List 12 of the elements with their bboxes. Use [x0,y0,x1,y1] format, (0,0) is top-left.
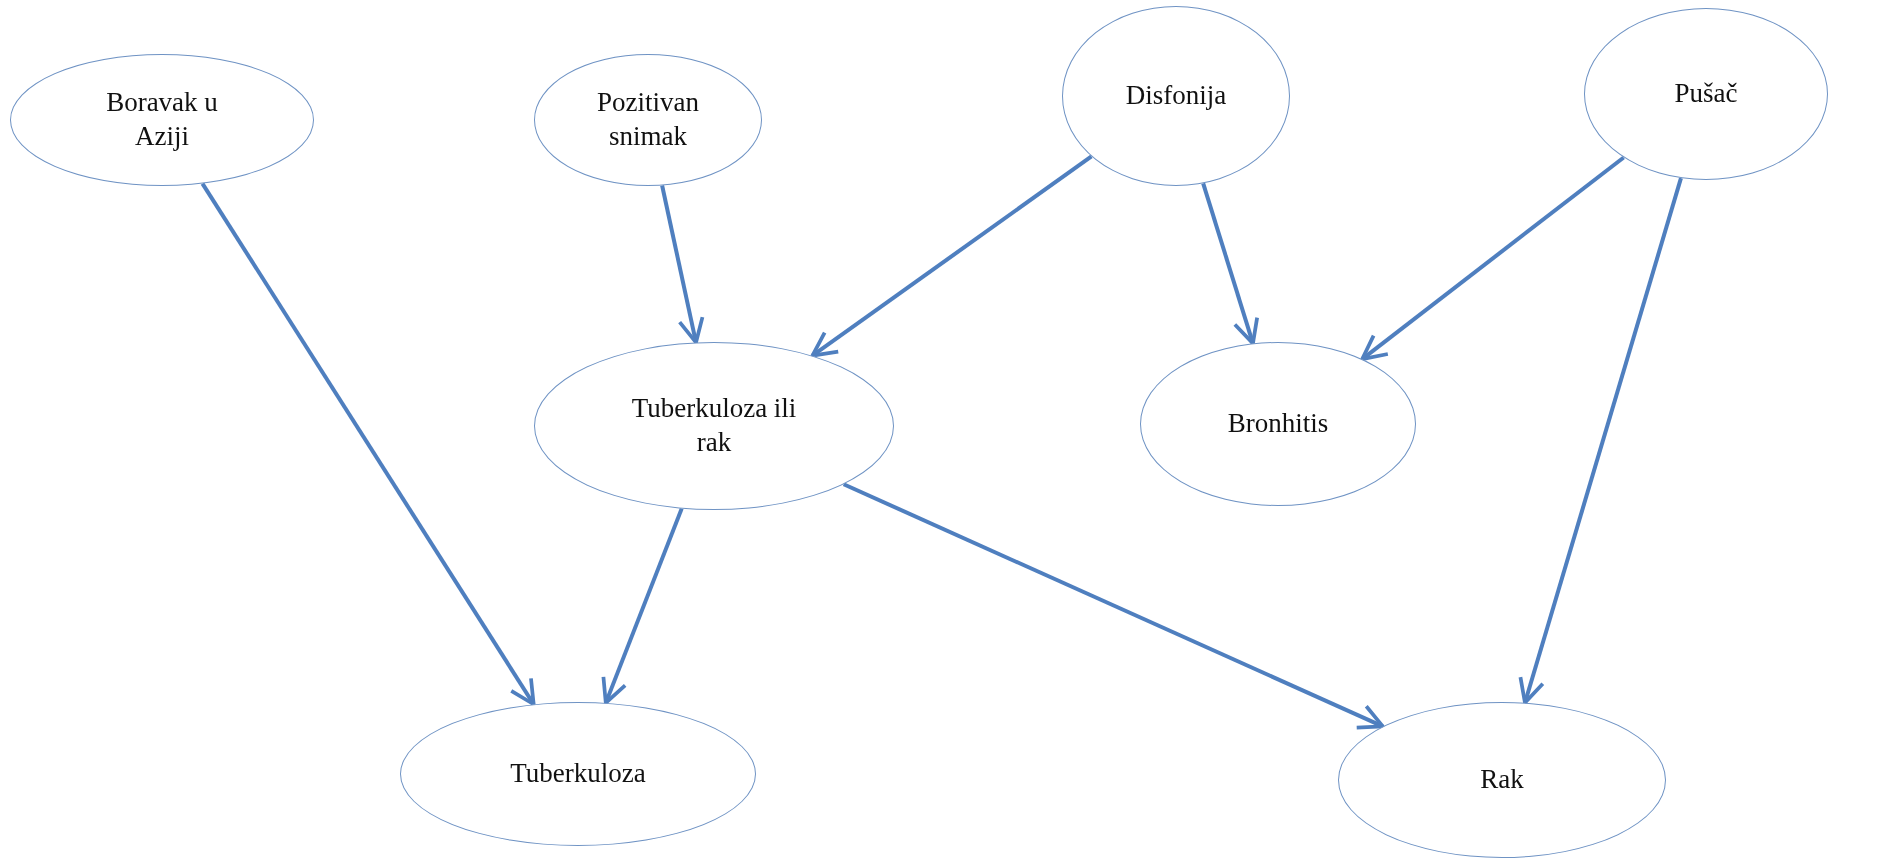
arrow [1360,155,1625,361]
arrow [842,482,1385,730]
node-label: Tuberkuloza ili rak [630,392,798,459]
node-label: Tuberkuloza [510,757,646,791]
node-label: Pušač [1674,77,1738,111]
node-label: Boravak u Aziji [105,86,219,153]
node-label: Pozitivan snimak [596,86,700,153]
node-label: Rak [1480,763,1524,797]
node-label: Bronhitis [1227,407,1329,441]
arrow [200,182,536,707]
node-label: Disfonija [1125,79,1227,113]
arrow [810,154,1093,358]
